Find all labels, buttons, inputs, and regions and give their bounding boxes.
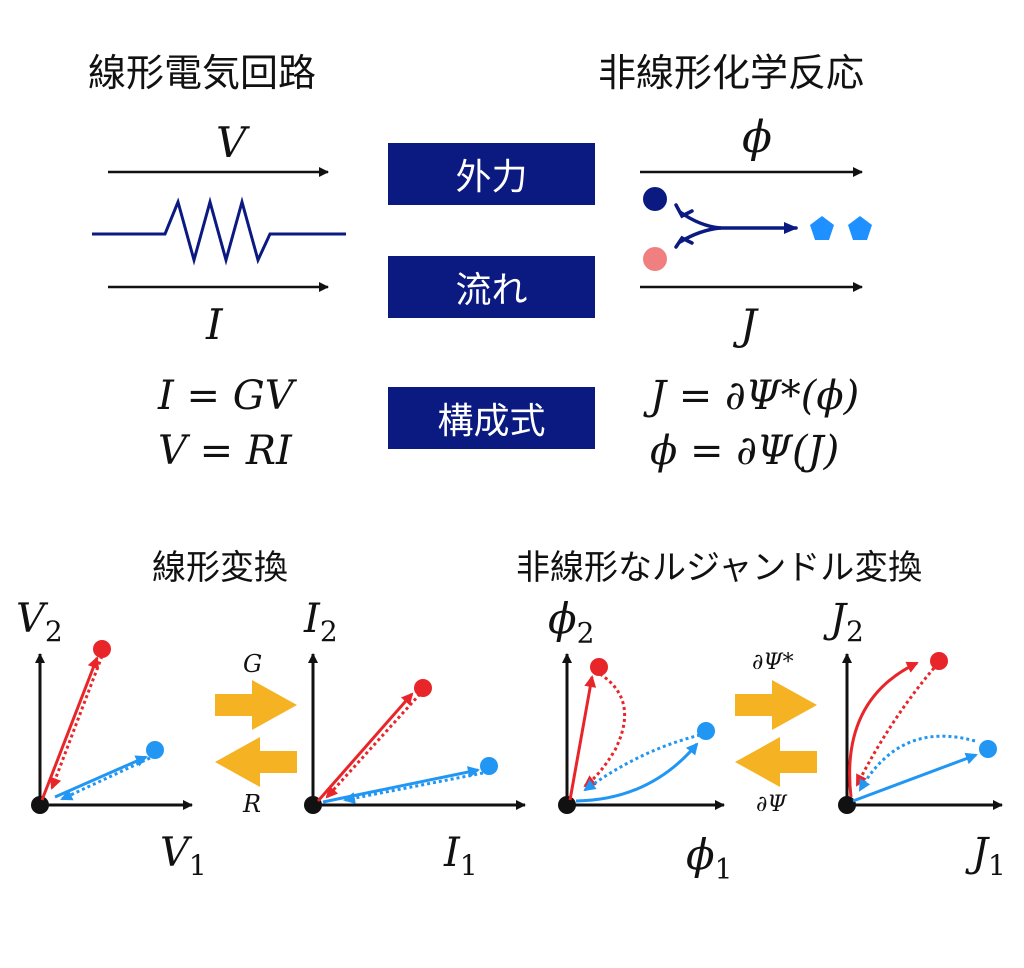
vector-blue-dotted (343, 771, 484, 804)
label-dpsi: ∂Ψ (756, 792, 787, 817)
axis-label-phi1: ϕ1 (686, 830, 733, 886)
axes-i (304, 653, 526, 814)
point-blue (480, 757, 498, 775)
point-blue (146, 741, 164, 759)
axes-v (31, 653, 193, 814)
point-blue (979, 740, 997, 758)
resistor (92, 196, 346, 266)
box-flow: 流れ (388, 256, 595, 318)
title-nonlinear-reaction: 非線形化学反応 (598, 51, 865, 95)
title-legendre-transform: 非線形なルジャンドル変換 (516, 548, 923, 588)
label-g: G (243, 650, 263, 678)
axis-label-i1: I1 (444, 830, 478, 882)
curve-red-dotted (583, 672, 627, 788)
vector-red-solid (568, 675, 597, 801)
curve-blue-dotted (583, 733, 701, 792)
vector-blue-solid (54, 755, 148, 799)
reaction-arrow-icon (674, 203, 798, 249)
product-pentagon-icon (810, 216, 834, 240)
label-v: V (216, 118, 247, 167)
vector-blue-solid (852, 752, 978, 803)
title-linear-circuit: 線形電気回路 (88, 51, 317, 95)
eq-i-gv: I = GV (158, 373, 294, 419)
curve-red-dotted (855, 667, 936, 787)
point-red (93, 640, 111, 658)
axis-label-j1: J1 (972, 830, 1006, 882)
axis-label-i2: I2 (304, 596, 338, 648)
point-blue (697, 722, 715, 740)
arrow-backward-icon (735, 737, 817, 787)
eq-phi-dpsi: ϕ = ∂Ψ(J) (650, 428, 840, 474)
axis-label-v2: V2 (16, 596, 63, 648)
reactant-pink-icon (643, 247, 667, 271)
label-i: I (206, 300, 223, 349)
label-j: J (740, 300, 757, 349)
arrow-forward-icon (215, 680, 297, 730)
axis-label-v1: V1 (160, 830, 207, 882)
arrow-backward-icon (215, 737, 297, 787)
product-pentagon-icon (848, 216, 872, 240)
curve-red-solid (848, 661, 919, 798)
box-force: 外力 (388, 143, 595, 205)
curve-blue-dotted (858, 734, 976, 792)
arrow-forward-icon (735, 680, 817, 730)
reactant-navy-icon (643, 187, 667, 211)
eq-v-ri: V = RI (158, 428, 292, 474)
curve-blue-solid (575, 742, 699, 803)
point-red (414, 679, 432, 697)
axis-label-phi2: ϕ2 (548, 594, 595, 650)
point-red (590, 658, 608, 676)
vector-red-dotted (325, 692, 422, 799)
vector-red-solid (316, 692, 414, 802)
vector-red-solid (40, 656, 99, 801)
axes-j (838, 653, 1003, 814)
title-linear-transform: 線形変換 (152, 548, 288, 588)
axes-phi (558, 653, 725, 814)
label-phi: ϕ (742, 112, 772, 163)
eq-j-dpsi-star: J = ∂Ψ*(ϕ) (650, 373, 860, 419)
vector-red-dotted (49, 655, 104, 790)
point-red (930, 652, 948, 670)
label-dpsi-star: ∂Ψ* (752, 650, 794, 675)
box-constitutive: 構成式 (388, 387, 595, 449)
axis-label-j2: J2 (830, 596, 864, 648)
label-r: R (243, 790, 262, 818)
vector-blue-dotted (60, 756, 151, 801)
